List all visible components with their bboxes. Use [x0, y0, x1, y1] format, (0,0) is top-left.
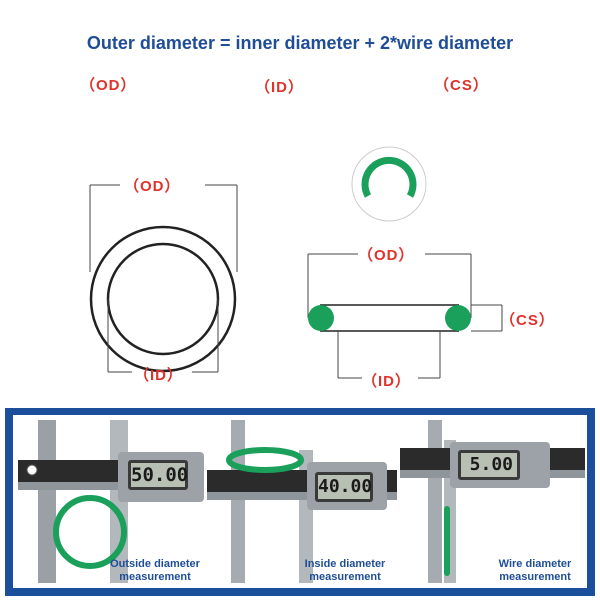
caption-inside-line2: measurement [309, 571, 381, 583]
outer-circle [89, 225, 237, 373]
caption-outside-line1: Outside diameter [110, 558, 200, 570]
legend-cs-label: （CS） [434, 77, 489, 94]
inner-circle [106, 242, 220, 356]
photo-inside-diameter: 40.00 Inside diameter measurement [207, 420, 397, 583]
photo-outside-diameter: 50.00 Outside diameter measurement [18, 420, 204, 583]
section-od-label: （OD） [358, 247, 415, 264]
caption-wire: Wire diameter measurement [486, 558, 584, 583]
legend-od-label: （OD） [80, 77, 137, 94]
front-id-label: （ID） [134, 367, 184, 384]
cross-section-right [445, 305, 471, 331]
legend-id-label: （ID） [255, 79, 305, 96]
photo-wire-diameter: 5.00 Wire diameter measurement [400, 420, 585, 583]
caption-wire-line2: measurement [499, 571, 571, 583]
ring-front-view-diagram [89, 146, 503, 379]
caliper-lcd-wire: 5.00 [458, 450, 520, 480]
caliper-lcd-inside: 40.00 [315, 472, 373, 502]
front-od-label: （OD） [124, 178, 181, 195]
open-ring-icon [361, 156, 417, 198]
section-cs-label: （CS） [500, 312, 555, 329]
section-id-label: （ID） [362, 373, 412, 390]
formula-title: Outer diameter = inner diameter + 2*wire… [86, 33, 514, 53]
caption-inside-line1: Inside diameter [304, 558, 386, 570]
cross-section-left [308, 305, 334, 331]
caption-outside: Outside diameter measurement [100, 558, 204, 583]
caption-wire-line1: Wire diameter [498, 558, 572, 570]
caliper-lcd-outside: 50.00 [128, 460, 188, 490]
caption-outside-line2: measurement [119, 571, 191, 583]
caption-inside: Inside diameter measurement [285, 558, 397, 583]
